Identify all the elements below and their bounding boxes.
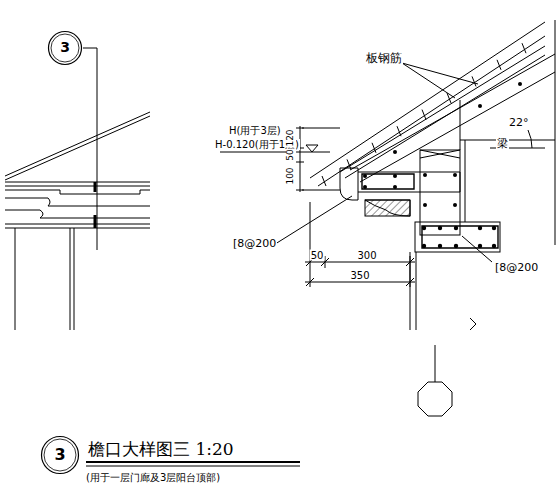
- dimension: 120: [286, 128, 296, 147]
- dimension: 50: [286, 148, 296, 161]
- rebar-note: 板钢筋: [365, 52, 403, 65]
- dimension: 300: [356, 250, 377, 261]
- member-name: 梁: [496, 138, 509, 150]
- detail-callout-circle: 3: [40, 435, 80, 475]
- dimension: 350: [349, 270, 370, 281]
- dimension: 50: [310, 250, 325, 261]
- dimension: 100: [286, 166, 296, 185]
- callout-number: 3: [54, 446, 65, 464]
- callout-number: 3: [60, 40, 70, 55]
- angle-label: 22°: [508, 117, 530, 129]
- detail-callout-circle: 3: [47, 30, 83, 66]
- drawing-caption: (用于一层门廊及3层阳台顶部): [86, 472, 220, 483]
- rebar-note: [8@200: [494, 262, 539, 274]
- level-note: H(用于3层): [228, 125, 282, 136]
- rebar-note: [8@200: [232, 238, 277, 250]
- drawing-title: 檐口大样图三 1:20: [88, 440, 234, 459]
